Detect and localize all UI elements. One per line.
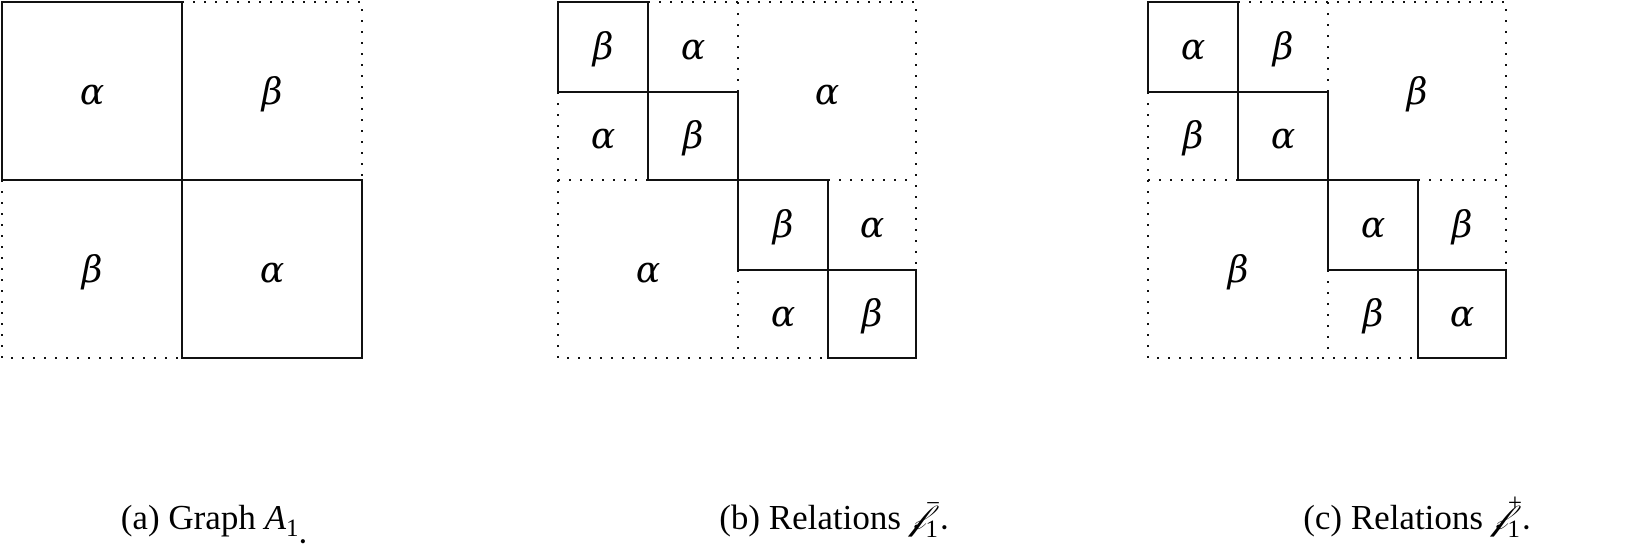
panel-b-quad-4-4: β [860,294,883,335]
panel-c-quad-2-2: α [1271,116,1295,157]
panel-c-quad-4-4: α [1450,294,1474,335]
caption-a-suffix: . [298,512,307,546]
panel-c-quad-2-1: β [1181,116,1204,157]
caption-a: (a) Graph A1. [121,498,307,546]
panel-b-quad-3-4: α [860,205,884,246]
caption-b-suffix: . [940,498,949,537]
caption-c-sub: 1 [1507,516,1520,543]
panel-b-quad-2-2: β [681,116,704,157]
panel-a-label-top-left: α [80,72,104,113]
panel-a-dotted-bottom-left [1,180,182,359]
panel-c-block-top-right: β [1405,72,1428,113]
panel-b-block-top-right: α [815,72,839,113]
caption-b: (b) Relations 𝒻1−. [719,490,949,543]
panel-c-block-bottom-left: β [1226,250,1249,291]
caption-c: (c) Relations 𝒻1+. [1303,490,1531,543]
panel-c-quad-1-1: α [1181,27,1205,68]
panel-a-label-top-right: β [260,72,283,113]
panel-b-quad-1-2: α [681,27,705,68]
panel-c-quad-4-3: β [1361,294,1384,335]
panel-c-quad-1-2: β [1271,27,1294,68]
caption-b-sub: 1 [925,516,938,543]
panel-c-quad-3-4: β [1450,205,1473,246]
caption-a-sub: 1 [286,515,299,542]
panel-c-quad-3-3: α [1361,205,1385,246]
panel-b: β α α β β α α β α α [557,1,917,359]
caption-a-symbol: A [263,498,287,537]
panel-a-block-top-left [1,1,183,181]
panel-a-label-bottom-left: β [80,250,103,291]
panel-a-label-bottom-right: α [260,250,284,291]
panel-a-block-bottom-right [181,179,363,359]
panel-b-quad-4-3: α [771,294,795,335]
caption-c-suffix: . [1522,498,1531,537]
panel-b-quad-2-1: α [591,116,615,157]
caption-b-sup: − [926,490,940,517]
panel-c-staircase [1147,1,1507,359]
caption-c-prefix: (c) Relations [1303,498,1492,537]
panel-b-quad-3-3: β [771,205,794,246]
panel-b-block-bottom-left: α [636,250,660,291]
panel-c: α β β α α β β α β β [1147,1,1507,359]
panel-b-quad-1-1: β [591,27,614,68]
panel-b-staircase [557,1,917,359]
caption-b-prefix: (b) Relations [719,498,910,537]
panel-a-dotted-top-right [182,1,363,180]
caption-c-sup: + [1508,490,1522,517]
panel-a: α β β α [1,1,363,359]
caption-a-prefix: (a) Graph [121,498,265,537]
